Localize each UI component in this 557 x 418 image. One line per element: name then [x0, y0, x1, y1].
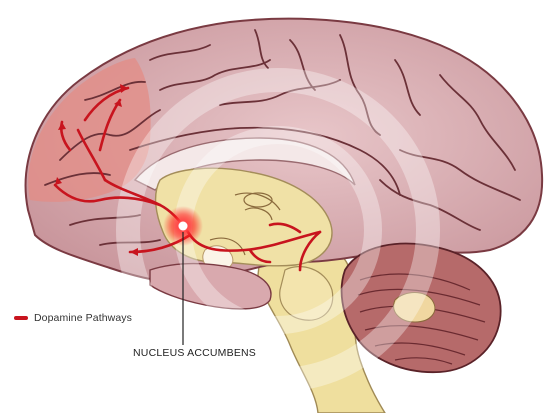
- legend: Dopamine Pathways: [14, 312, 132, 324]
- nucleus-accumbens-label: NUCLEUS ACCUMBENS: [133, 347, 257, 359]
- inner-structures: [209, 192, 281, 256]
- cerebellum: [340, 242, 502, 374]
- temporal-lobe: [149, 263, 272, 310]
- pons: [279, 266, 334, 321]
- frontal-lobe-highlight: [28, 58, 151, 202]
- legend-label: Dopamine Pathways: [34, 312, 132, 324]
- corpus-callosum: [133, 137, 356, 191]
- pathway-arrowheads: [55, 84, 138, 256]
- red-line-swatch-icon: [14, 316, 28, 320]
- nucleus-accumbens-core: [178, 221, 188, 231]
- cortex-folds: [44, 29, 521, 246]
